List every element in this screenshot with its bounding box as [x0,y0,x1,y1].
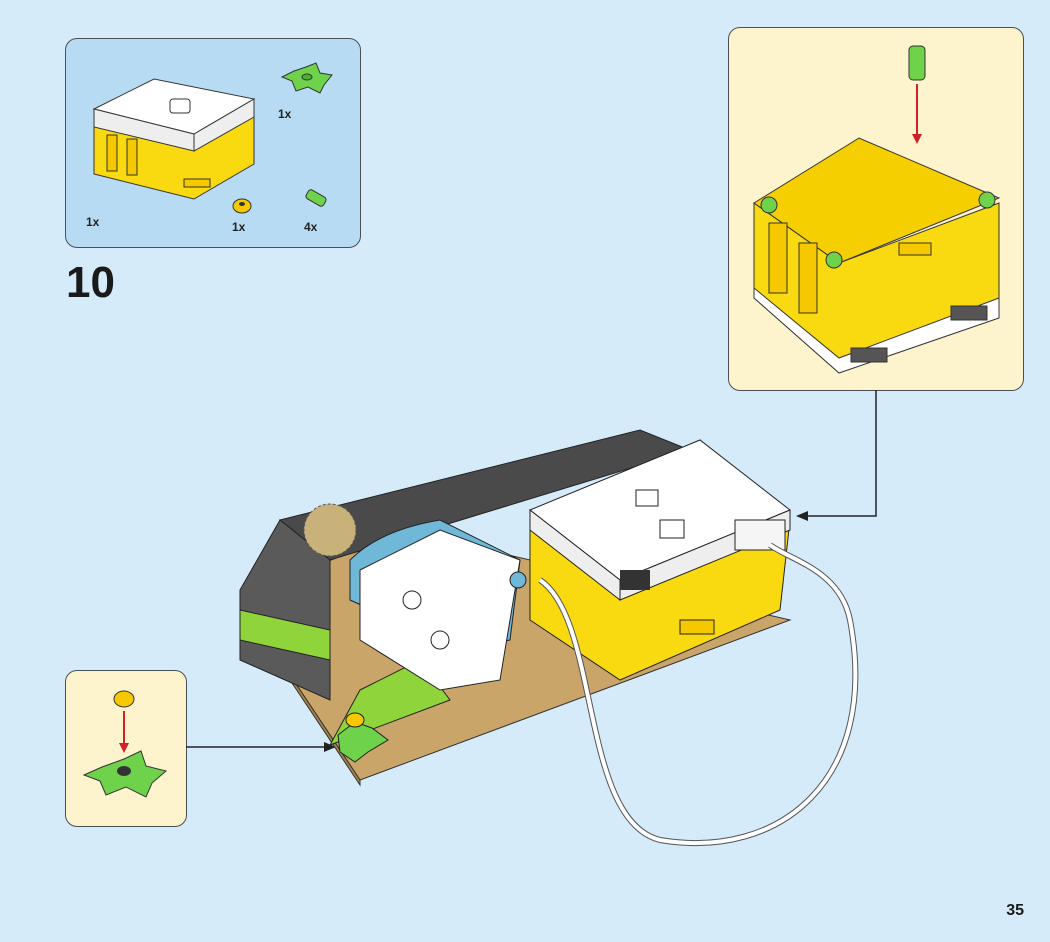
round-plate-quantity: 1x [232,220,246,234]
round-plate-part-image [232,198,252,214]
flower-with-round-plate-image [82,690,168,798]
green-pin-part-image [305,189,327,207]
flower-plate-part-image [280,62,333,94]
page-number: 35 [1006,902,1024,919]
hub-part-image [92,78,256,200]
flower-callout [65,670,187,827]
hub-with-pins-image [753,45,1001,374]
hub-pin-callout [728,27,1024,391]
step-number: 10 [66,258,115,307]
parts-list-panel: 1x 1x 1x 4x [65,38,361,248]
flower-plate-quantity: 1x [278,107,292,121]
hub-quantity: 1x [86,215,100,229]
green-pin-quantity: 4x [304,220,318,234]
